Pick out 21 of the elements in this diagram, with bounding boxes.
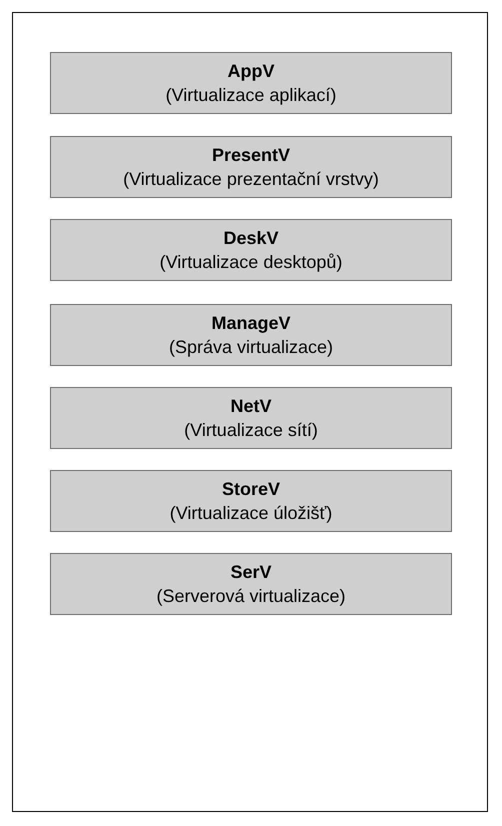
layer-title: StoreV: [222, 478, 280, 501]
layer-title: ManageV: [211, 312, 291, 335]
layer-title: DeskV: [223, 227, 279, 250]
layer-title: AppV: [228, 60, 274, 83]
layer-description: (Virtualizace sítí): [184, 419, 318, 442]
layer-description: (Virtualizace úložišť): [170, 502, 332, 525]
layer-title: NetV: [230, 395, 272, 418]
layer-description: (Virtualizace desktopů): [160, 251, 342, 274]
layer-box: [50, 219, 452, 281]
layer-box: [50, 136, 452, 198]
layer-description: (Správa virtualizace): [168, 336, 334, 359]
layer-description: (Virtualizace aplikací): [166, 84, 336, 107]
layer-box: [50, 304, 452, 366]
layer-title: SerV: [230, 561, 272, 584]
layer-box: [50, 52, 452, 114]
layer-box: [50, 387, 452, 449]
layer-title: PresentV: [212, 144, 290, 167]
layer-box: [50, 553, 452, 615]
layer-description: (Virtualizace prezentační vrstvy): [123, 168, 379, 191]
layer-description: (Serverová virtualizace): [156, 585, 346, 608]
layer-box: [50, 470, 452, 532]
